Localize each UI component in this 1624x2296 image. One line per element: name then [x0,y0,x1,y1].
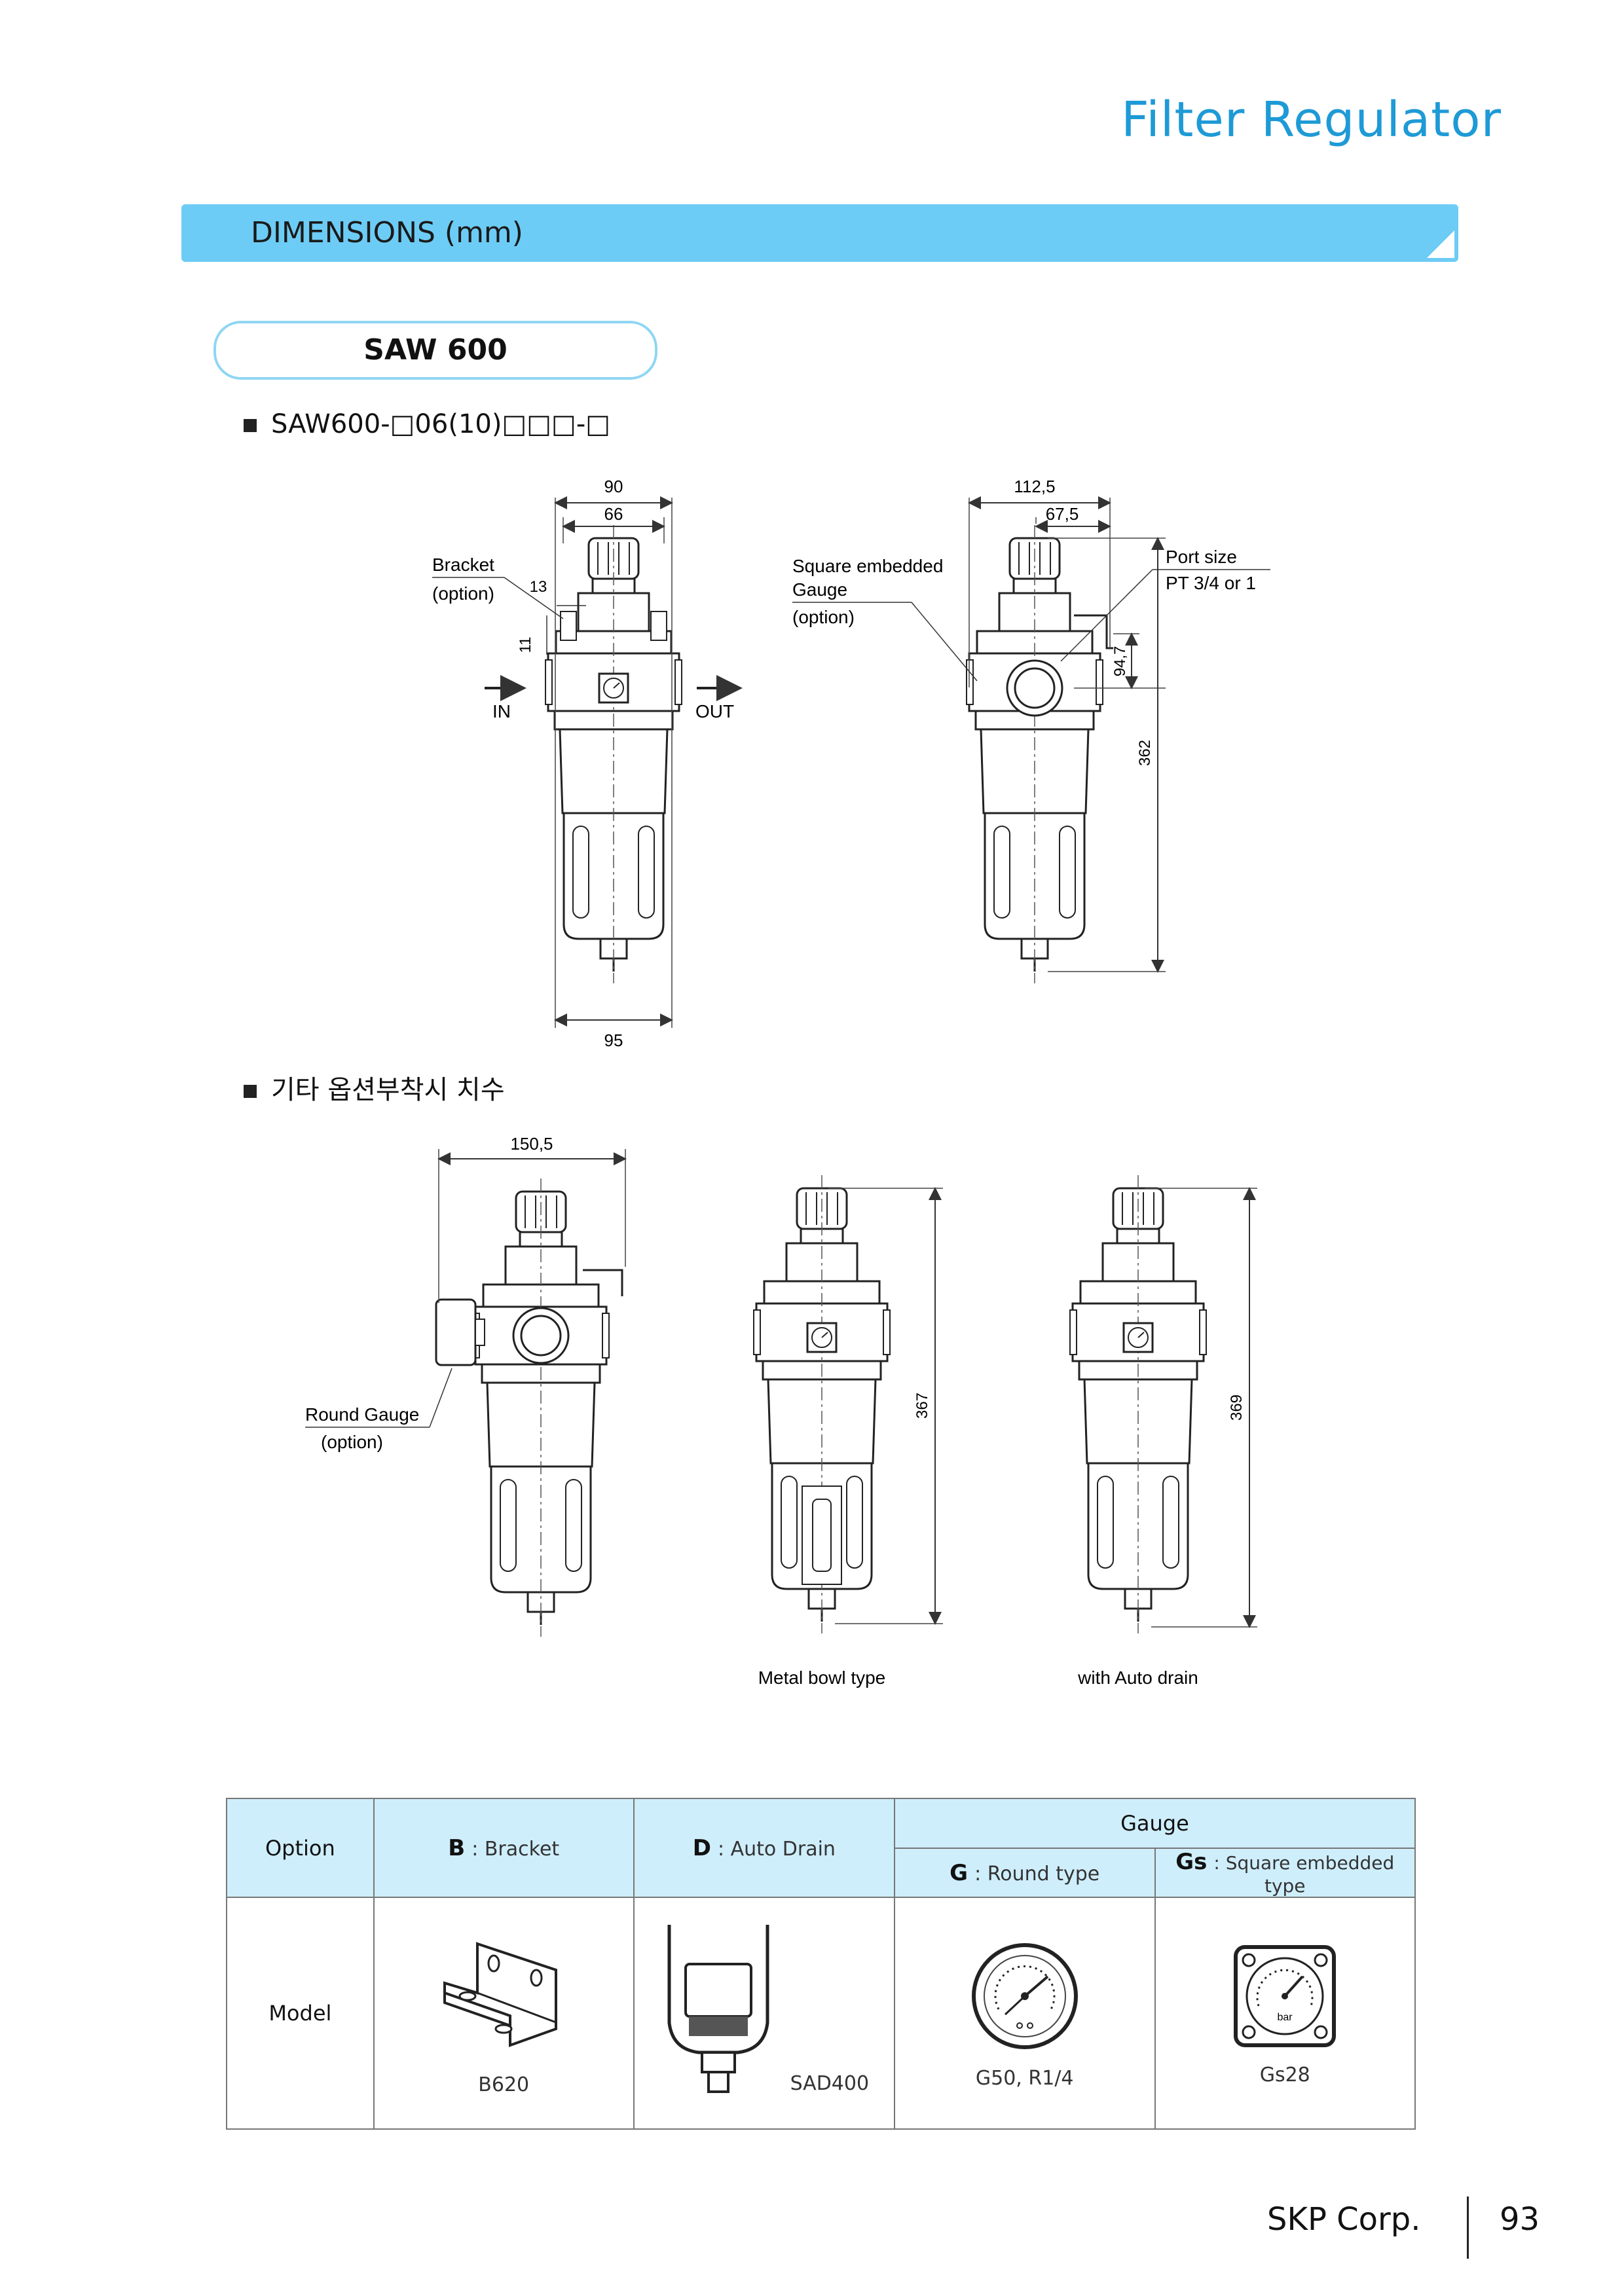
auto-drain-icon [667,1925,769,2093]
model-name: SAD400 [790,2072,870,2095]
page-title: Filter Regulator [1121,92,1502,148]
option-square-gauge-header: Gs: Square embedded type [1154,1848,1416,1898]
square-gauge-icon: bar [1234,1944,1337,2047]
bullet-square-icon [244,1085,257,1098]
gauge-label-2: Gauge [792,579,847,600]
bracket-option-label: (option) [432,583,494,604]
dim-67-5: 67,5 [1046,504,1079,524]
gauge-label-1: Square embedded [792,556,943,576]
port-size-value: PT 3/4 or 1 [1166,573,1256,593]
round-gauge-icon [971,1942,1078,2049]
model-name: B620 [478,2073,530,2096]
dim-367: 367 [913,1393,931,1419]
options-heading: 기타 옵션부착시 치수 [244,1068,505,1106]
bracket-label: Bracket [432,555,494,575]
option-desc: Auto Drain [730,1837,836,1861]
bullet-square-icon [244,419,257,432]
options-heading-text: 기타 옵션부착시 치수 [271,1075,505,1105]
page-number: 93 [1500,2201,1540,2238]
round-gauge-label: Round Gauge [305,1404,419,1425]
dim-90: 90 [604,477,623,496]
bracket-icon [443,1941,558,2047]
option-desc: Round type [987,1862,1100,1886]
side-view-drawing: 112,5 67,5 94,7 362 Square embedded Gaug… [792,477,1270,985]
footer-divider [1467,2196,1469,2259]
in-label: IN [492,701,511,721]
option-header: Option [226,1798,375,1898]
option-bracket-header: B: Bracket [373,1798,635,1898]
model-name-badge: SAW 600 [213,321,657,380]
option-desc: Square embedded type [1225,1852,1395,1897]
option-key: Gs [1175,1849,1208,1875]
model-name: Gs28 [1259,2063,1310,2086]
dim-150-5: 150,5 [510,1134,553,1154]
model-square-gauge-cell: bar Gs28 [1154,1897,1416,2130]
dim-369: 369 [1228,1394,1246,1421]
dim-13: 13 [530,578,547,596]
round-gauge-drawing: 150,5 Round Gauge (option) [305,1134,627,1638]
metal-bowl-caption: Metal bowl type [758,1667,886,1688]
model-bracket-cell: B620 [373,1897,635,2130]
option-desc: Bracket [484,1837,560,1861]
round-gauge-option-label: (option) [321,1432,383,1452]
model-header: Model [226,1897,375,2130]
dim-11: 11 [517,637,534,653]
technical-drawings: 90 66 95 13 11 Bracket (option) IN OUT 1… [305,477,1270,1688]
gauge-unit-label: bar [1278,2012,1293,2023]
dim-94-7: 94,7 [1111,646,1129,677]
model-name: G50, R1/4 [975,2066,1074,2090]
options-table: Option B: Bracket D: Auto Drain Gauge G:… [226,1798,1416,2130]
dim-112-5: 112,5 [1014,477,1055,496]
option-key: D [692,1834,711,1861]
model-round-gauge-cell: G50, R1/4 [893,1897,1156,2130]
dim-66: 66 [604,504,623,524]
out-label: OUT [695,701,734,721]
auto-drain-caption: with Auto drain [1077,1667,1198,1688]
model-drain-cell: SAD400 [633,1897,895,2130]
option-key: B [448,1834,466,1861]
port-size-label: Port size [1166,547,1237,567]
corner-triangle-icon [1427,230,1454,258]
metal-bowl-drawing: 367 Metal bowl type [752,1174,943,1688]
dim-362: 362 [1136,740,1154,766]
gauge-option-label: (option) [792,607,855,627]
auto-drain-drawing: 369 with Auto drain [1069,1174,1257,1688]
option-key: G [950,1859,969,1886]
section-bar: DIMENSIONS (mm) [181,204,1458,262]
option-round-gauge-header: G: Round type [893,1848,1156,1898]
dim-95: 95 [604,1030,623,1050]
variant-heading-text: SAW600-□06(10)□□□-□ [271,409,611,439]
section-title: DIMENSIONS (mm) [251,216,523,249]
gauge-header: Gauge [893,1798,1416,1849]
company-name: SKP Corp. [1267,2201,1421,2238]
variant-heading: SAW600-□06(10)□□□-□ [244,409,610,439]
option-drain-header: D: Auto Drain [633,1798,895,1898]
front-view-drawing: 90 66 95 13 11 Bracket (option) IN OUT [432,477,743,1050]
